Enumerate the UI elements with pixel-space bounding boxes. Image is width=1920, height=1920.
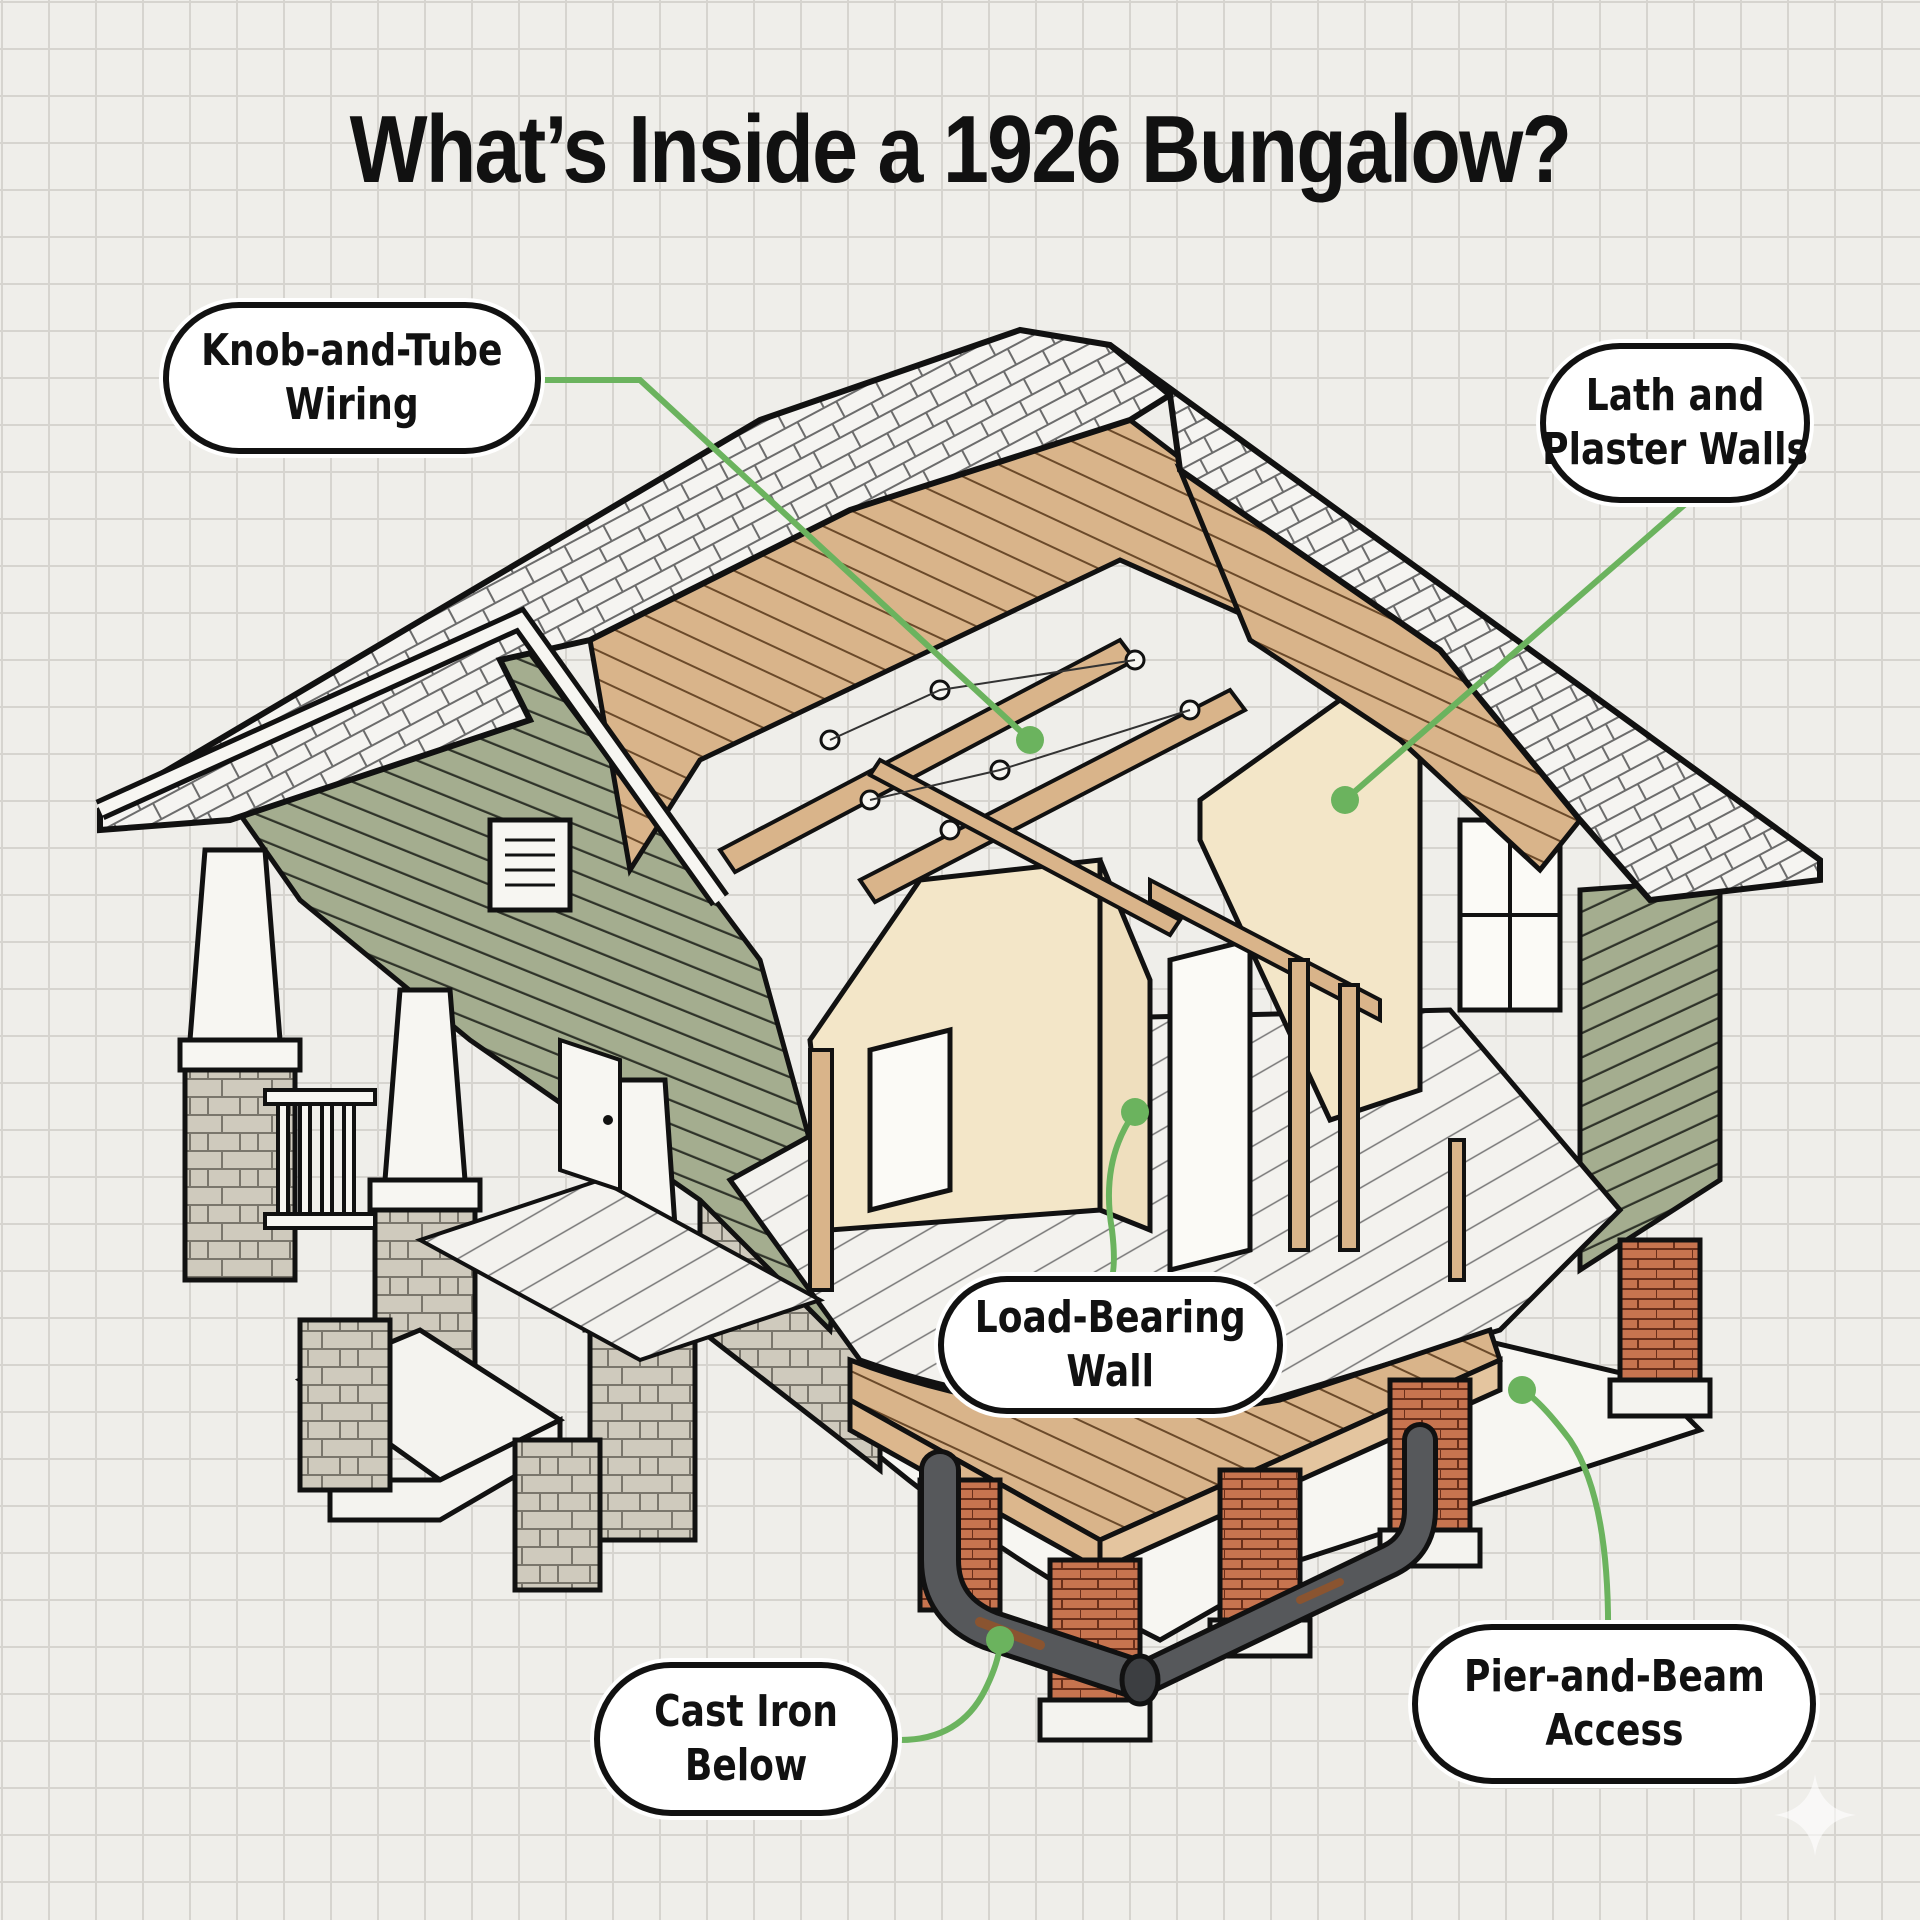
plaster-wall-left [807,857,1103,1233]
sparkle-icon [1774,1774,1856,1856]
ceiling-joists [717,637,1249,938]
gable-vent [487,817,573,913]
leader-lines [537,377,1693,1743]
porch-floor [415,1177,825,1363]
plaster-wall-center [1097,859,1153,1234]
front-door [558,1037,622,1193]
doorway-left [867,1026,953,1214]
callout-knob-and-tube-wiring: Knob-and-Tube Wiring [163,302,541,454]
callout-line-2: Plaster Walls [1542,424,1808,475]
callout-line-2: Wiring [285,379,419,430]
page-title: What’s Inside a 1926 Bungalow? [349,96,1572,203]
callout-pier-and-beam-access: Pier-and-Beam Access [1412,1624,1816,1784]
callout-line-1: Knob-and-Tube [201,325,503,376]
cast-iron-pipe [919,1422,1438,1707]
callout-lath-and-plaster-walls: Lath and Plaster Walls [1540,343,1810,503]
stud-wall-framing [808,876,1466,1292]
callout-load-bearing-wall: Load-Bearing Wall [938,1276,1283,1414]
callout-line-1: Cast Iron [654,1686,838,1737]
porch-steps [294,1317,603,1593]
callout-line-2: Access [1544,1705,1684,1756]
callout-line-2: Below [684,1740,808,1791]
leader-dots [986,726,1536,1654]
porch-railing [263,1088,377,1230]
roof-left-plane [97,326,1176,834]
roof-right-plane [1108,342,1823,904]
callout-line-1: Lath and [1585,370,1765,421]
callout-line-2: Wall [1066,1346,1155,1397]
doorway-center [1167,936,1253,1274]
callout-line-1: Load-Bearing [975,1292,1246,1343]
callout-cast-iron-below: Cast Iron Below [594,1662,898,1816]
callout-line-1: Pier-and-Beam [1463,1651,1765,1702]
